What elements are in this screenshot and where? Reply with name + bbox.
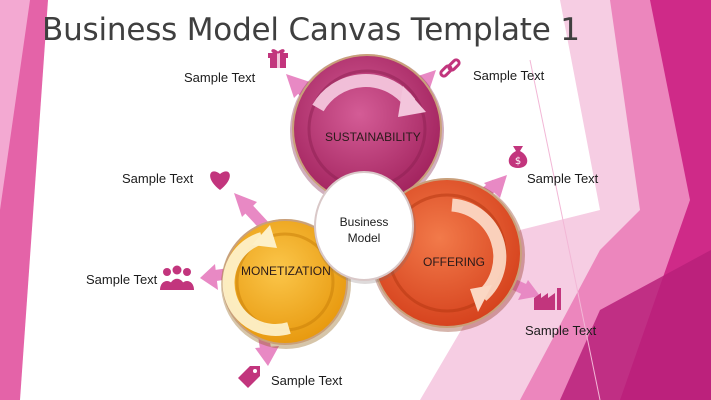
tag-icon (238, 366, 260, 388)
right-accent-deep (560, 250, 711, 400)
label-top-left: Sample Text (184, 70, 256, 85)
link-icon (439, 58, 461, 78)
people-icon (160, 265, 194, 290)
divider-line (529, 59, 601, 400)
label-lower-left: Sample Text (86, 272, 158, 287)
gift-icon (268, 49, 288, 68)
left-accent-light (0, 0, 30, 210)
factory-icon (534, 288, 561, 310)
business-model-center (314, 171, 416, 284)
center-label: Business Model (330, 214, 398, 246)
svg-text:$: $ (515, 156, 521, 167)
label-bottom: Sample Text (271, 373, 343, 388)
sustainability-label: SUSTAINABILITY (325, 130, 421, 144)
heart-icon (210, 171, 230, 190)
offering-label: OFFERING (423, 255, 485, 269)
center-label-line2: Model (347, 231, 381, 245)
label-lower-right: Sample Text (525, 323, 597, 338)
label-mid-right: Sample Text (527, 171, 599, 186)
monetization-label: MONETIZATION (241, 264, 331, 278)
label-top-right: Sample Text (473, 68, 545, 83)
label-mid-left: Sample Text (122, 171, 194, 186)
monetization-circle (221, 219, 351, 349)
money-bag-icon: $ (508, 146, 528, 168)
slide-title: Business Model Canvas Template 1 (42, 12, 580, 48)
center-label-line1: Business (339, 215, 389, 229)
